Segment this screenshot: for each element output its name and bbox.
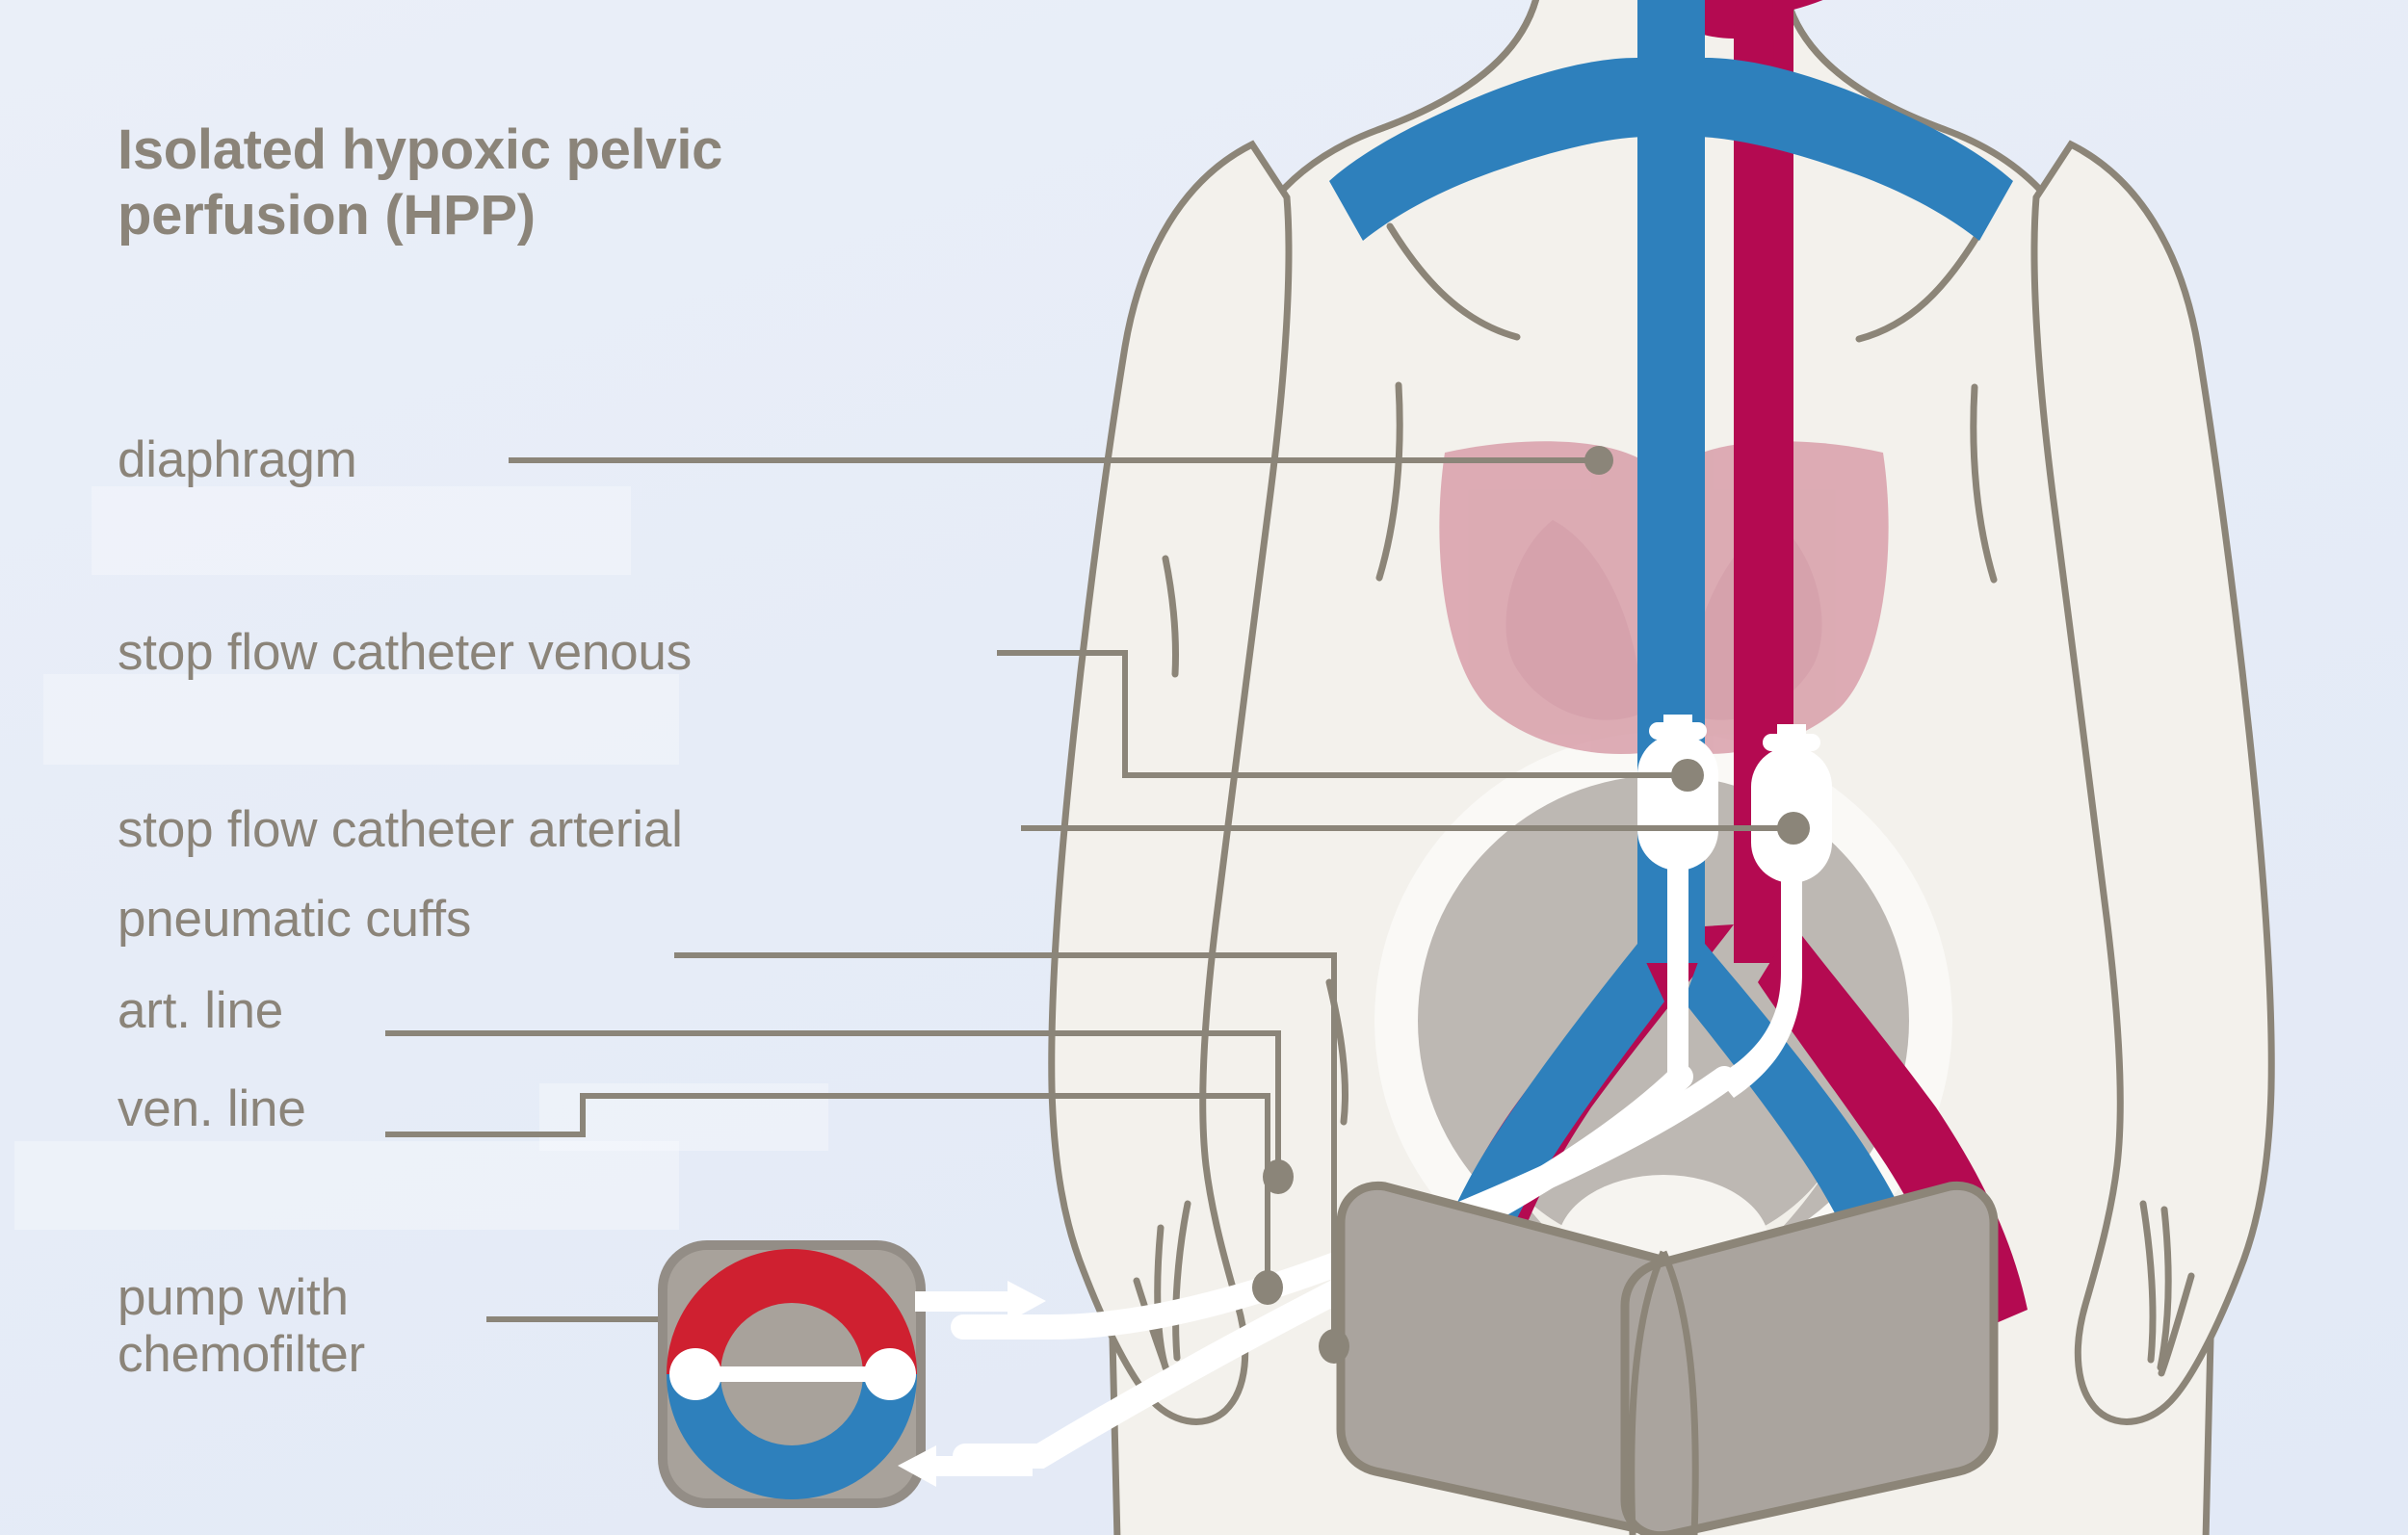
label-art-line: art. line	[118, 982, 284, 1039]
pneumatic-cuff-right	[1620, 1181, 1999, 1535]
label-pump-line1: pump with	[118, 1269, 349, 1326]
label-pump-line2: chemofilter	[118, 1326, 366, 1384]
pump-node-left	[669, 1348, 721, 1400]
leader-ven-line	[385, 1093, 1270, 1276]
leader-dot-arterial	[1777, 812, 1810, 845]
label-pneumatic-cuffs: pneumatic cuffs	[118, 891, 472, 948]
label-stop-flow-catheter-venous: stop flow catheter venous	[118, 624, 693, 681]
leader-dot-cuffs	[1319, 1329, 1349, 1364]
figure-title: Isolated hypoxic pelvic perfusion (HPP)	[118, 117, 984, 248]
leader-dot-ven-line	[1252, 1270, 1283, 1305]
leader-pneumatic-cuffs	[674, 952, 1337, 1334]
leader-dot-diaphragm	[1584, 446, 1613, 475]
label-diaphragm: diaphragm	[118, 431, 357, 488]
label-pump-with-chemofilter: pump with chemofilter	[118, 1269, 365, 1384]
label-stop-flow-catheter-arterial: stop flow catheter arterial	[118, 801, 683, 858]
pump-ring-icon	[658, 1240, 926, 1508]
leader-art-line	[385, 1030, 1281, 1165]
right-arm-shape	[1855, 140, 2275, 1425]
arrow-right-icon	[915, 1281, 1046, 1322]
figure-title-line1: Isolated hypoxic pelvic	[118, 118, 723, 181]
pump-node-right	[864, 1348, 916, 1400]
leader-dot-venous	[1671, 759, 1704, 792]
figure-title-line2: perfusion (HPP)	[118, 183, 536, 247]
label-ven-line: ven. line	[118, 1080, 306, 1137]
flow-arrows	[898, 1281, 1046, 1487]
arrow-left-icon	[898, 1445, 1033, 1487]
leader-stop-flow-venous	[997, 650, 1681, 778]
